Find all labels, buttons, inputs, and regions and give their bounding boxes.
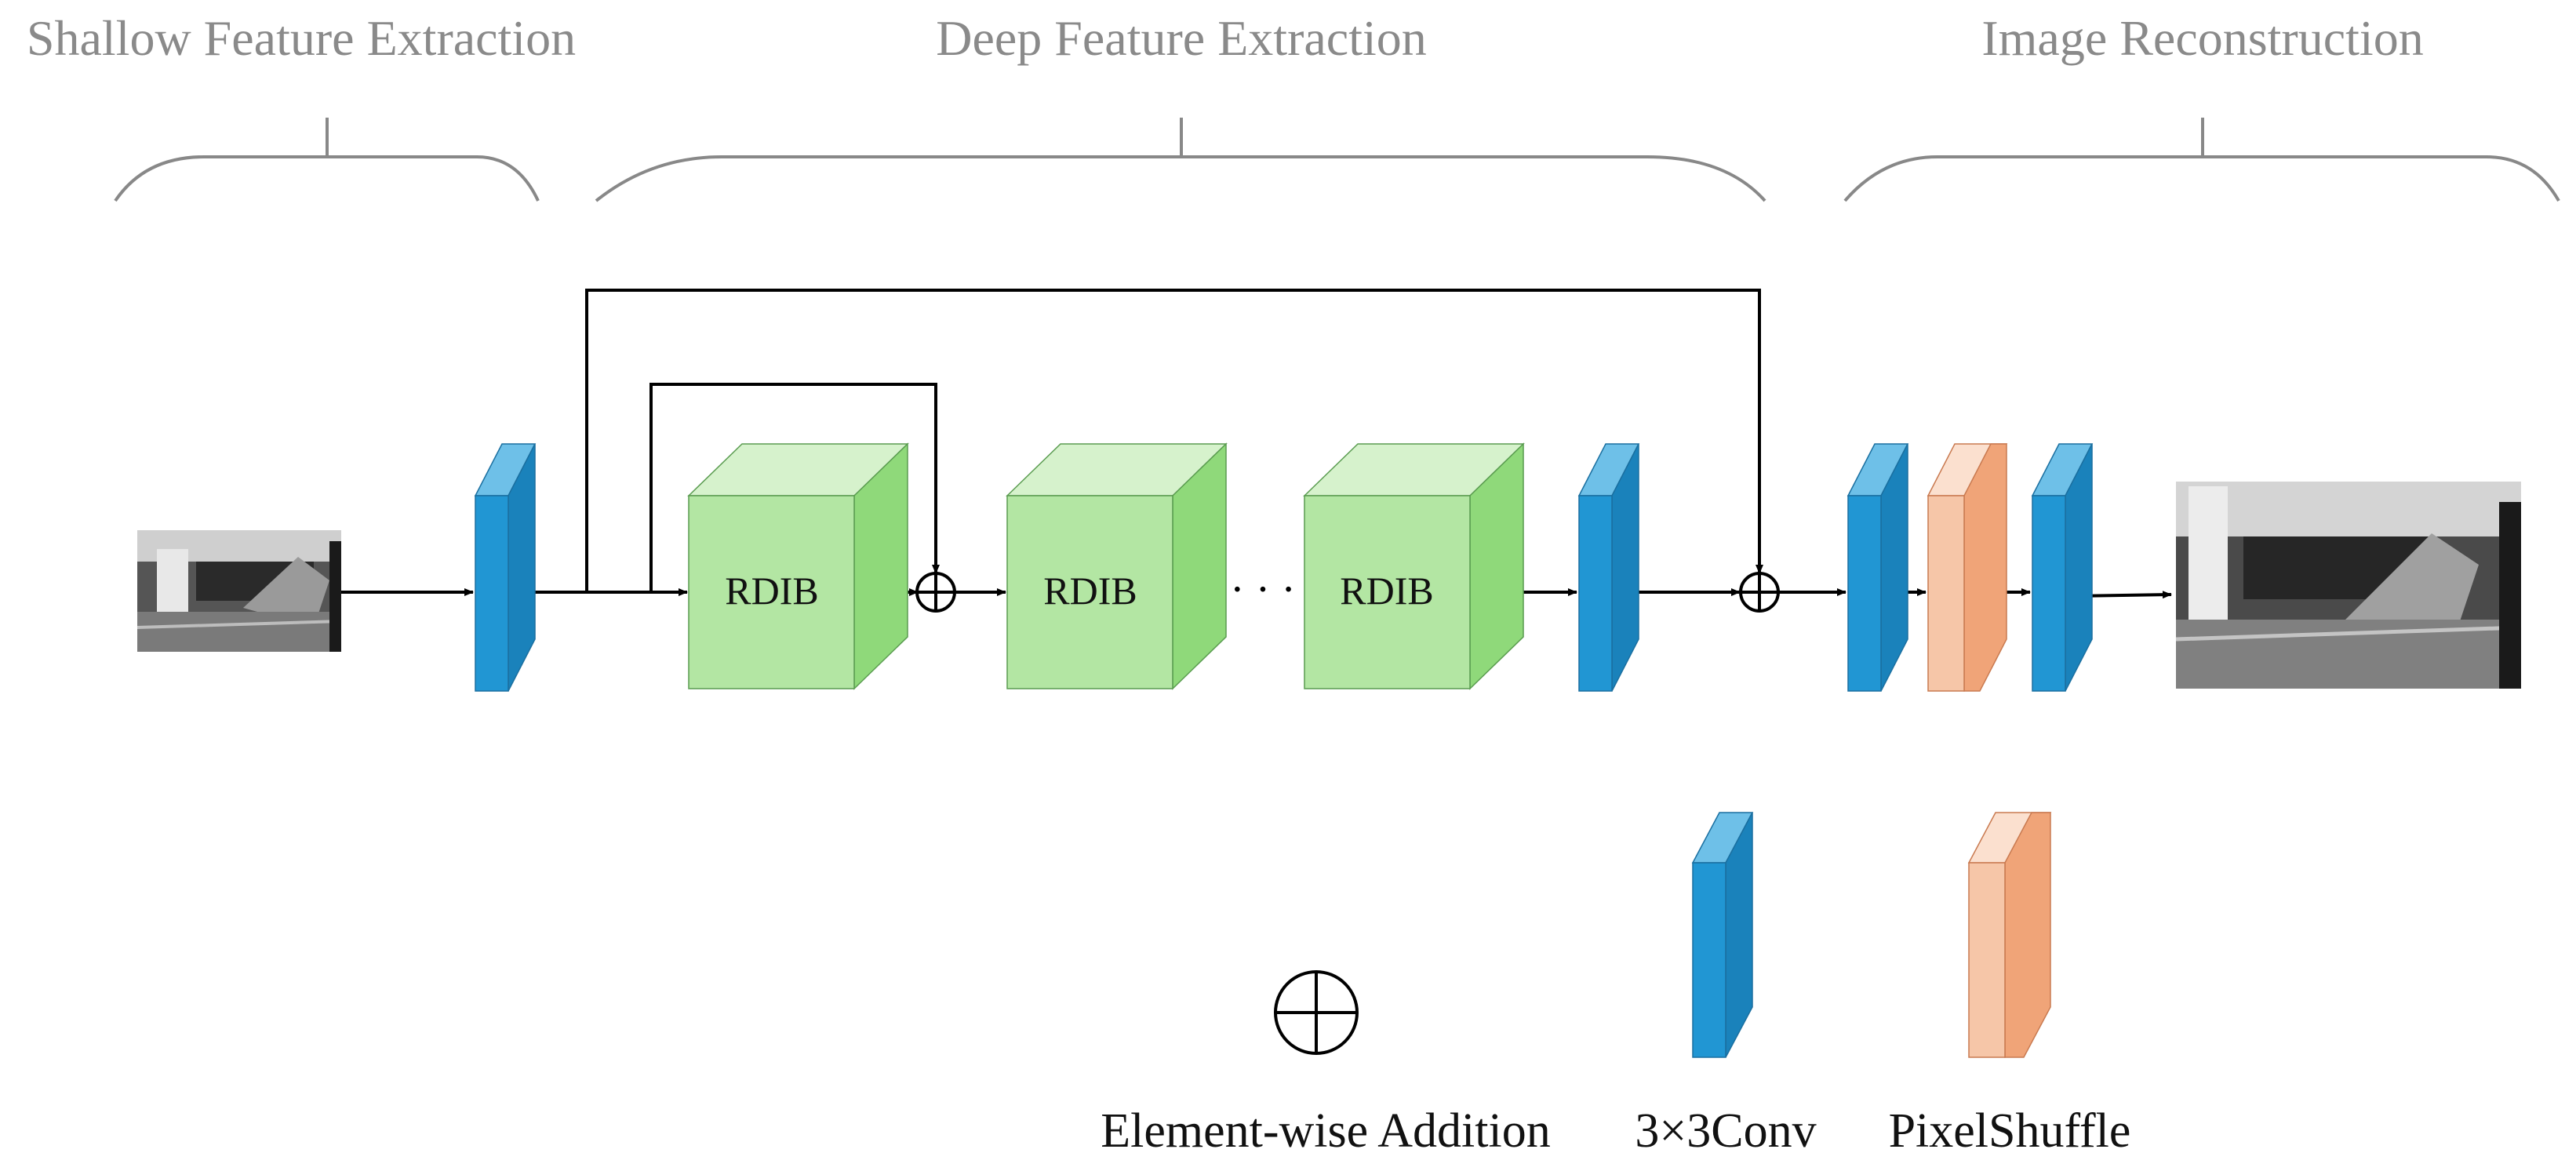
legend-conv-icon [1691,812,1754,1058]
section-title-shallow: Shallow Feature Extraction [27,10,576,66]
addition-node-1 [915,572,956,613]
conv-block-1 [474,443,537,692]
rdib-block-1: RDIB [687,442,909,690]
rdib-block-3: RDIB [1303,442,1525,690]
section-title-deep: Deep Feature Extraction [936,10,1427,66]
legend-pixelshuffle-icon [1967,812,2052,1058]
brace-deep [595,118,1766,202]
conv-block-2 [1577,443,1640,692]
legend-label-addition: Element-wise Addition [1101,1104,1550,1158]
conv-block-4 [2031,443,2094,692]
legend-addition-icon [1274,970,1359,1055]
pixelshuffle-block [1927,443,2008,692]
input-image [136,530,342,652]
section-title-reconstruction: Image Reconstruction [1981,10,2423,66]
rdib-block-2: RDIB [1006,442,1228,690]
ellipsis: · · · [1230,565,1296,614]
legend-label-pixelshuffle: PixelShuffle [1889,1104,2131,1158]
addition-node-2 [1739,572,1780,613]
brace-reconstruction [1843,118,2560,202]
legend-label-conv: 3×3Conv [1635,1104,1816,1158]
conv-block-3 [1846,443,1909,692]
rdib-label-3: RDIB [1340,569,1433,613]
rdib-label-2: RDIB [1043,569,1137,613]
brace-shallow [114,118,540,202]
rdib-label-1: RDIB [725,569,818,613]
output-image [2175,482,2522,689]
